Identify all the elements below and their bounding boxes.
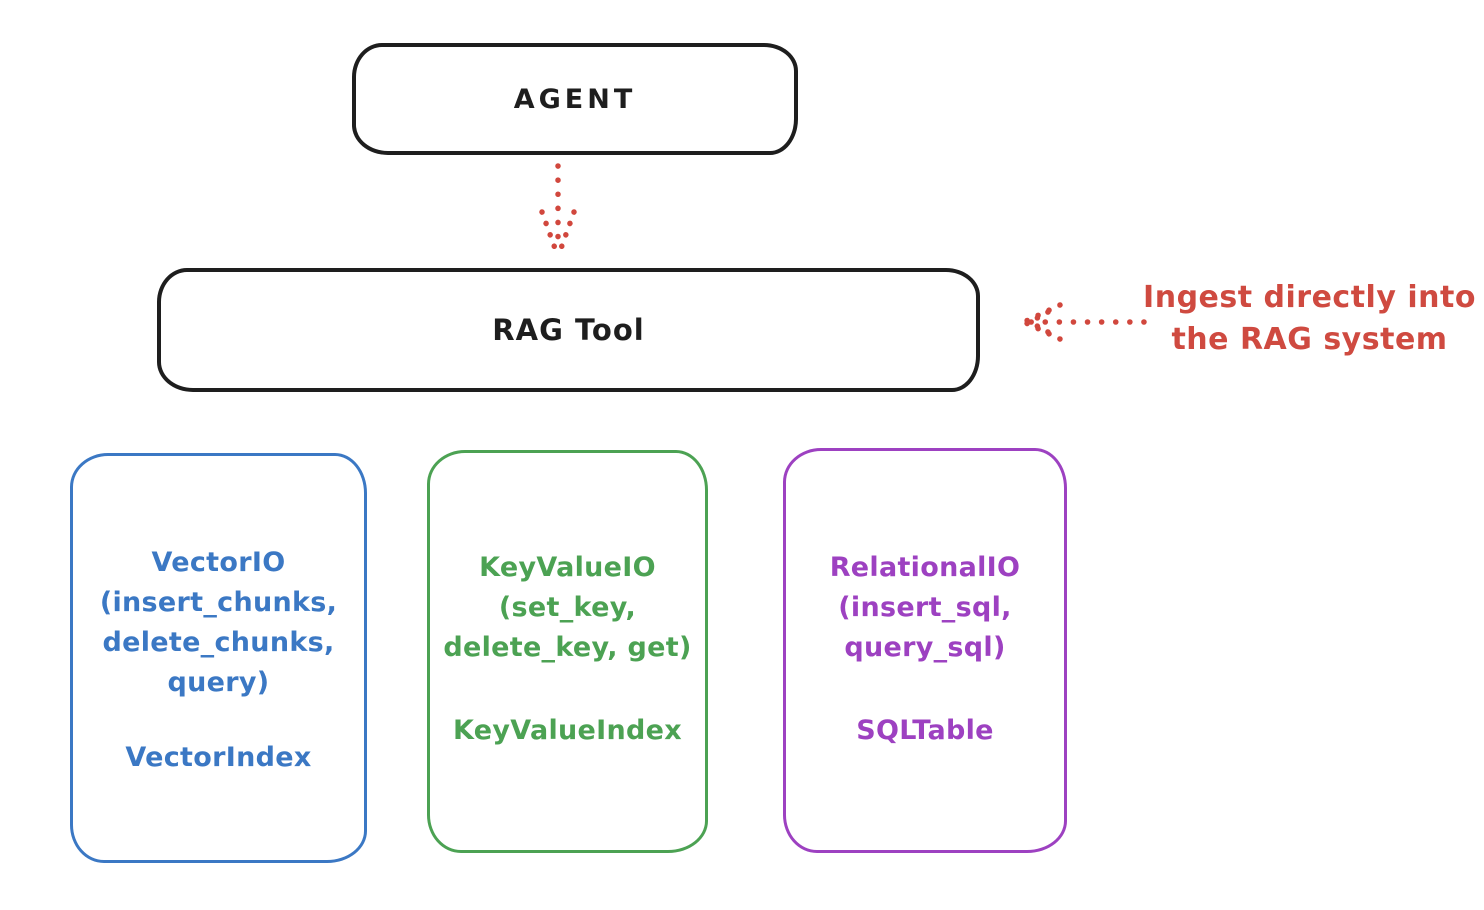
keyvalue-io-line: delete_key, get) — [443, 632, 692, 663]
ingest-annotation-arrow — [1021, 302, 1147, 342]
agent-to-rag-arrow — [539, 163, 577, 257]
rag-tool-box-label: RAG Tool — [492, 313, 645, 347]
ingest-annotation-line2: the RAG system — [1171, 322, 1448, 357]
vector-io-line: query) — [167, 667, 270, 698]
ingest-annotation-line1: Ingest directly into — [1143, 280, 1476, 315]
vector-index-label: VectorIndex — [125, 742, 312, 773]
keyvalue-io-box: KeyValueIO (set_key, delete_key, get) Ke… — [427, 450, 708, 853]
relational-io-line: RelationalIO — [829, 552, 1021, 583]
keyvalue-io-line: (set_key, — [498, 592, 637, 623]
agent-box: AGENT — [352, 43, 798, 155]
vector-io-line: VectorIO — [151, 547, 286, 578]
keyvalue-index-label: KeyValueIndex — [452, 715, 682, 746]
relational-io-line: query_sql) — [844, 632, 1006, 663]
vector-io-line: (insert_chunks, — [99, 587, 338, 618]
keyvalue-io-line: KeyValueIO — [479, 552, 656, 583]
agent-box-label: AGENT — [513, 83, 637, 115]
vector-io-line: delete_chunks, — [102, 627, 335, 658]
sql-table-label: SQLTable — [856, 715, 994, 746]
relational-io-line: (insert_sql, — [838, 592, 1012, 623]
rag-tool-box: RAG Tool — [157, 268, 980, 392]
vector-io-box: VectorIO (insert_chunks, delete_chunks, … — [70, 453, 367, 863]
ingest-annotation: Ingest directly into the RAG system — [1135, 277, 1484, 361]
relational-io-box: RelationalIO (insert_sql, query_sql) SQL… — [783, 448, 1067, 853]
